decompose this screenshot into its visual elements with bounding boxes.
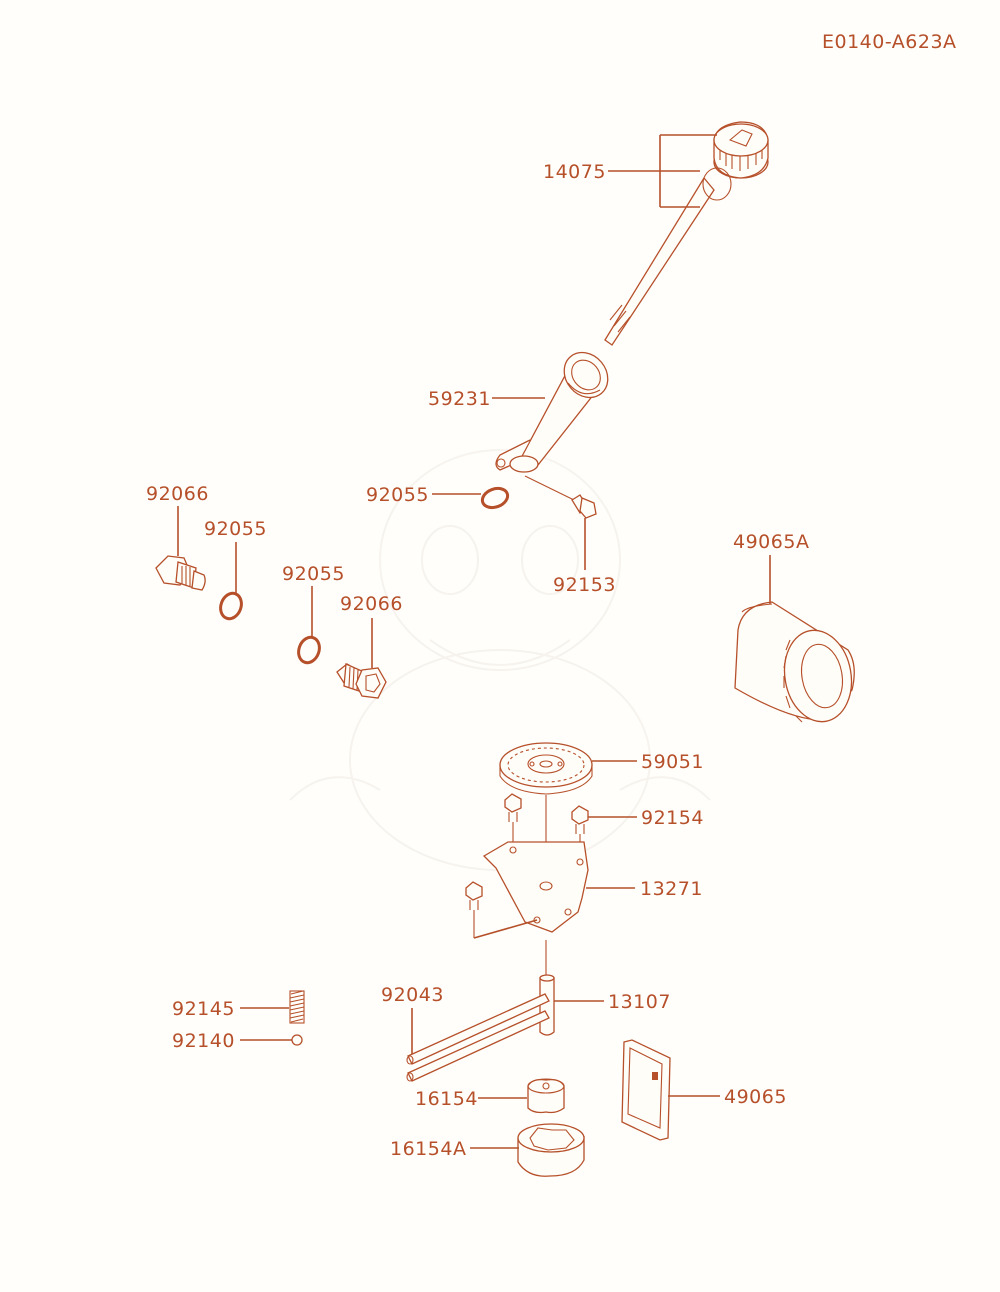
callout-13271: 13271 xyxy=(586,878,703,900)
label-92066-left: 92066 xyxy=(146,483,209,505)
callout-92066-right: 92066 xyxy=(340,593,403,668)
callout-92055-tube: 92055 xyxy=(366,484,481,506)
part-92154-bolts[interactable] xyxy=(465,793,589,910)
part-49065-filter-card[interactable] xyxy=(621,1039,671,1141)
callout-16154: 16154 xyxy=(415,1088,527,1110)
part-92145-spring[interactable] xyxy=(289,990,305,1024)
callout-92154: 92154 xyxy=(588,807,704,829)
diagram-reference-code: E0140-A623A xyxy=(822,31,957,53)
callout-49065: 49065 xyxy=(668,1086,787,1108)
callout-59051: 59051 xyxy=(592,751,704,773)
callout-92153: 92153 xyxy=(553,518,616,596)
label-92154: 92154 xyxy=(641,807,704,829)
label-92055-center: 92055 xyxy=(282,563,345,585)
part-14075-dipstick[interactable] xyxy=(604,121,769,346)
label-49065: 49065 xyxy=(724,1086,787,1108)
part-59231-filler-tube[interactable] xyxy=(495,344,617,473)
part-92055-oring-left[interactable] xyxy=(217,590,245,621)
callout-14075: 14075 xyxy=(543,134,717,208)
callout-92055-center: 92055 xyxy=(282,563,345,637)
label-92153: 92153 xyxy=(553,574,616,596)
label-13271: 13271 xyxy=(640,878,703,900)
callout-59231: 59231 xyxy=(428,388,545,410)
part-92043-pins[interactable] xyxy=(406,993,550,1082)
label-59051: 59051 xyxy=(641,751,704,773)
label-92055-tube: 92055 xyxy=(366,484,429,506)
part-92055-oring-center[interactable] xyxy=(295,634,323,665)
part-92066-drain-plug-left[interactable] xyxy=(155,555,206,591)
part-92066-drain-plug-right[interactable] xyxy=(336,663,387,699)
label-59231: 59231 xyxy=(428,388,491,410)
callout-92145: 92145 xyxy=(172,998,289,1020)
callout-49065A: 49065A xyxy=(733,531,809,604)
callout-13107: 13107 xyxy=(554,991,671,1013)
label-16154: 16154 xyxy=(415,1088,478,1110)
part-92153-bolt[interactable] xyxy=(524,475,597,519)
label-49065A: 49065A xyxy=(733,531,809,553)
label-16154A: 16154A xyxy=(390,1138,466,1160)
callout-92055-left: 92055 xyxy=(204,518,267,593)
part-13271-plate[interactable] xyxy=(473,795,589,939)
part-92140-ball[interactable] xyxy=(291,1034,303,1046)
label-13107: 13107 xyxy=(608,991,671,1013)
label-92066-right: 92066 xyxy=(340,593,403,615)
part-92055-oring-tube[interactable] xyxy=(480,485,511,511)
label-92043: 92043 xyxy=(381,984,444,1006)
callout-16154A: 16154A xyxy=(390,1138,519,1160)
callout-92066-left: 92066 xyxy=(146,483,209,556)
part-16154-inner-rotor[interactable] xyxy=(527,1078,565,1114)
part-49065A-oil-filter[interactable] xyxy=(734,601,858,727)
part-59051-oil-pump-gear[interactable] xyxy=(499,742,593,795)
label-14075: 14075 xyxy=(543,161,606,183)
label-92140: 92140 xyxy=(172,1030,235,1052)
label-92055-left: 92055 xyxy=(204,518,267,540)
callout-92140: 92140 xyxy=(172,1030,292,1052)
callout-92043: 92043 xyxy=(381,984,444,1054)
label-92145: 92145 xyxy=(172,998,235,1020)
part-16154A-outer-rotor[interactable] xyxy=(517,1123,585,1177)
